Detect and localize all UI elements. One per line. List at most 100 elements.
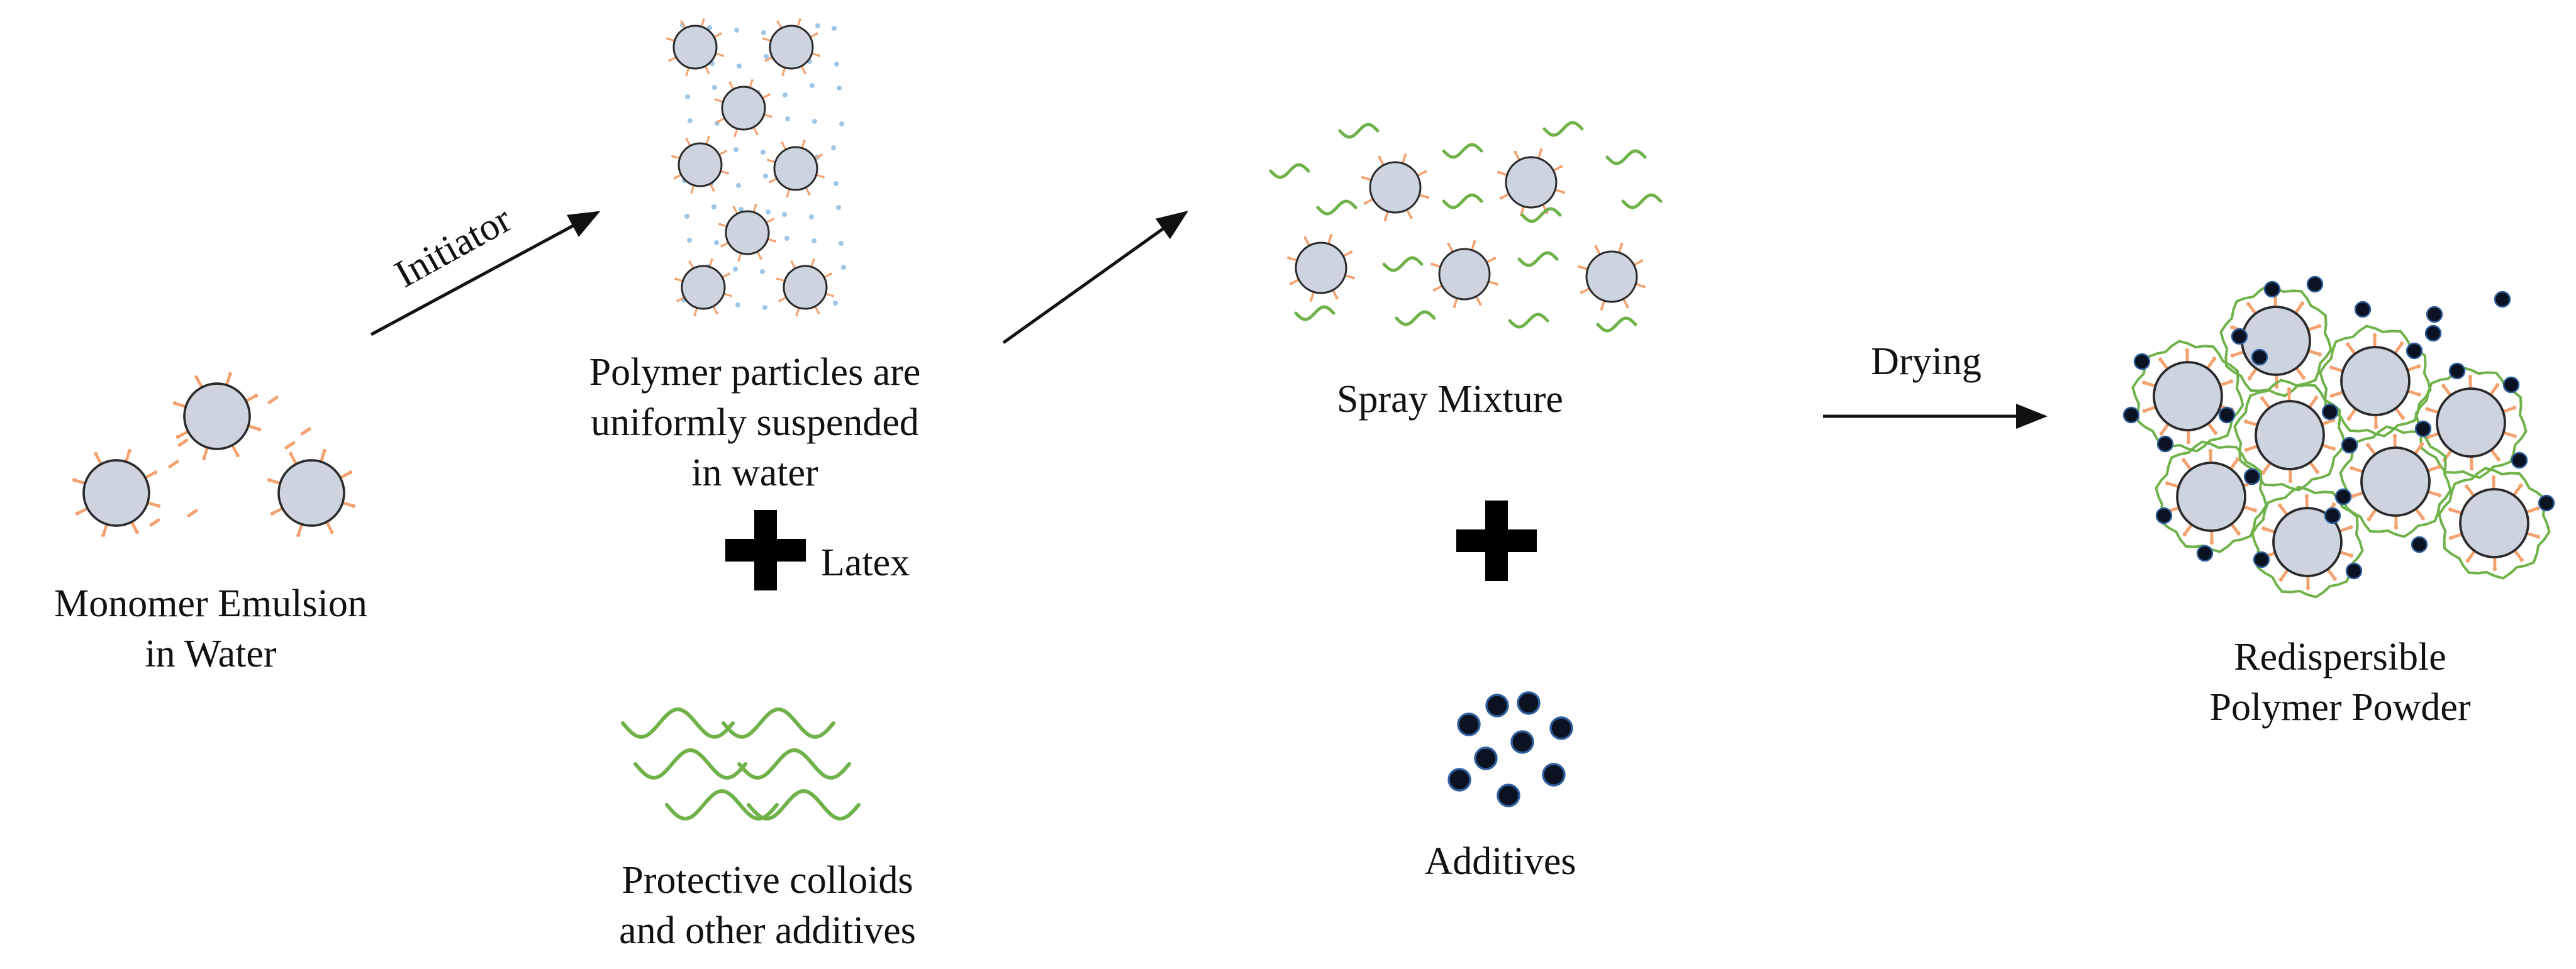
water-molecule (811, 238, 817, 243)
spray-mixture-illustration (1269, 121, 1663, 333)
polymer-particle (1361, 153, 1429, 221)
colloid-strand (737, 748, 851, 780)
additive-dot (2511, 451, 2528, 469)
polymer-particle (767, 140, 825, 197)
drying-label: Drying (1871, 340, 1982, 383)
surfactant-molecule (168, 460, 179, 468)
polymer-particle (1578, 243, 1646, 311)
water-molecule (735, 302, 740, 307)
colloid-strand (1517, 251, 1559, 267)
polymer-particle (2131, 340, 2244, 453)
powder-label: Redispersible (2234, 636, 2446, 678)
additive-dot (2155, 507, 2173, 524)
colloid-strand (1395, 310, 1436, 326)
water-molecule (782, 212, 787, 217)
colloid-strand (1605, 149, 1647, 165)
water-molecule (707, 25, 712, 30)
additive-dot (2306, 275, 2324, 293)
latex-label: Latex (821, 541, 910, 584)
colloid-strand (1316, 199, 1358, 216)
water-molecule (712, 85, 717, 90)
additive-dot (2133, 353, 2151, 370)
additive-dot (2494, 291, 2511, 308)
additive-dot (2502, 376, 2520, 394)
additive-dot (2218, 406, 2236, 424)
additive-dot (2406, 342, 2423, 360)
colloid-strand (722, 707, 835, 739)
additive-dot (2426, 306, 2443, 323)
additive-dot (2354, 301, 2372, 318)
polymer-particle (2438, 467, 2551, 580)
additive-dot (2448, 362, 2466, 380)
additive-dot (1542, 763, 1566, 787)
water-molecule (763, 174, 768, 179)
water-molecule (839, 121, 844, 126)
surfactant-molecule (267, 396, 279, 404)
monomer-emulsion-label-line2: in Water (145, 633, 276, 675)
water-molecule (761, 30, 766, 35)
water-molecule (833, 301, 838, 306)
colloid-strand (1508, 313, 1549, 329)
water-molecule (714, 240, 719, 245)
polymer-particle (2339, 425, 2452, 538)
additive-dot (1497, 784, 1520, 807)
water-molecule (711, 204, 716, 209)
surfactant-molecule (284, 441, 296, 450)
water-molecule (815, 23, 820, 28)
water-molecule (841, 265, 846, 270)
additive-dot (2414, 420, 2432, 438)
polymer-particle (2414, 366, 2528, 479)
polymer-particle (2319, 324, 2432, 438)
protective-colloids-label: Protective colloids (622, 859, 913, 902)
polymer-particles-label-line3: in water (691, 451, 818, 494)
redispersible-powder-illustration (2122, 275, 2555, 599)
additive-dot (2321, 403, 2339, 421)
polymer-particle (671, 136, 729, 194)
additive-dot (1474, 746, 1498, 770)
water-molecule (762, 305, 767, 310)
colloid-strand (1542, 121, 1584, 137)
colloid-strand (621, 707, 735, 739)
water-molecule (733, 147, 739, 152)
additive-dot (2345, 562, 2363, 580)
water-molecule (809, 214, 814, 219)
colloid-strand (1520, 207, 1562, 223)
polymer-particle (2251, 485, 2364, 599)
water-molecule (837, 86, 842, 91)
latex-particles-illustration (666, 18, 846, 316)
water-molecule (784, 236, 789, 241)
process-arrow (1002, 211, 1189, 345)
polymer-particle (1497, 148, 1565, 216)
plus-icon (725, 510, 806, 590)
surfactant-molecule (187, 509, 198, 518)
polymer-particle (1430, 240, 1498, 308)
colloid-strand (747, 789, 861, 821)
water-molecule (733, 267, 738, 272)
water-molecule (685, 94, 690, 99)
additive-dot (2243, 468, 2261, 485)
colloid-strand (1621, 193, 1663, 209)
additive-dot (1485, 694, 1509, 717)
water-molecule (834, 181, 839, 186)
colloid-strand (1294, 305, 1335, 321)
colloid-strand (665, 789, 779, 821)
polymer-particle (1287, 234, 1355, 302)
polymer-particle (674, 258, 732, 316)
water-molecule (810, 83, 815, 88)
colloid-strand (1382, 256, 1424, 272)
additive-dot (2156, 435, 2174, 453)
water-molecule (736, 183, 741, 188)
colloid-strand (1442, 193, 1483, 209)
additive-dot (2253, 551, 2270, 568)
additive-dot (2122, 406, 2140, 424)
water-molecule (812, 119, 817, 124)
water-molecule (684, 214, 689, 219)
polymer-particle (72, 448, 161, 538)
additive-dot (2411, 536, 2428, 553)
monomer-emulsion-illustration (72, 372, 356, 538)
water-molecule (766, 209, 771, 214)
additive-dot (2251, 348, 2268, 366)
colloid-strand (1338, 123, 1380, 139)
initiator-arrow (370, 211, 601, 336)
